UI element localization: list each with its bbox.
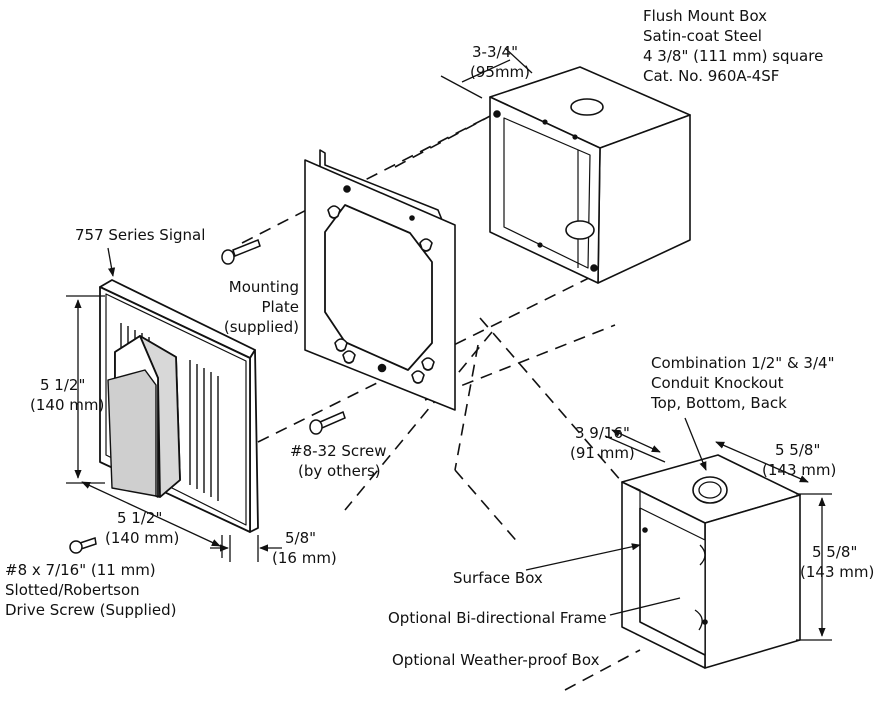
mounting-plate-label-line2: Plate [261,298,299,316]
flush-box-label-line1: Flush Mount Box [643,7,767,25]
flush-box-label-line3: 4 3/8" (111 mm) square [643,47,823,65]
dimension-lines [66,47,832,641]
leader-lines [107,247,707,616]
mounting-plate-label-line1: Mounting [229,278,299,296]
flush-box-label-line4: Cat. No. 960A-4SF [643,67,779,85]
surface-depth-label-line2: (91 mm) [570,444,635,462]
mounting-plate [304,149,456,411]
surface-height-label-line2: (143 mm) [800,563,874,581]
surface-width-label-line1: 5 5/8" [775,441,820,459]
signal-width-label-line1: 5 1/2" [117,509,162,527]
signal-label: 757 Series Signal [75,226,205,244]
screw-8 [69,537,97,554]
screw-8-label-line3: Drive Screw (Supplied) [5,601,177,619]
signal-height-label-line2: (140 mm) [30,396,104,414]
signal-depth-label-line2: (16 mm) [272,549,337,567]
screw-upper [221,239,261,265]
weather-box-label: Optional Weather-proof Box [392,651,600,669]
screw-832 [309,410,346,435]
screw-832-label-line1: #8-32 Screw [290,442,386,460]
signal-height-label-line1: 5 1/2" [40,376,85,394]
signal-device [99,279,259,533]
labels: Flush Mount Box Satin-coat Steel 4 3/8" … [5,7,874,669]
bi-frame-label: Optional Bi-directional Frame [388,609,607,627]
surface-box [621,454,801,669]
screw-8-label-line1: #8 x 7/16" (11 mm) [5,561,156,579]
screw-8-label-line2: Slotted/Robertson [5,581,140,599]
screw-832-label-line2: (by others) [298,462,381,480]
signal-depth-label-line1: 5/8" [285,529,316,547]
surface-depth-label-line1: 3 9/16" [575,424,630,442]
signal-width-label-line2: (140 mm) [105,529,179,547]
flush-depth-label-line2: (95mm) [470,63,530,81]
mounting-plate-label-line3: (supplied) [224,318,299,336]
surface-width-label-line2: (143 mm) [762,461,836,479]
surface-box-label: Surface Box [453,569,543,587]
flush-depth-label-line1: 3-3/4" [472,43,518,61]
flush-box-label-line2: Satin-coat Steel [643,27,762,45]
knockout-label-line2: Conduit Knockout [651,374,784,392]
signal-vents-right [189,360,219,501]
surface-height-label-line1: 5 5/8" [812,543,857,561]
flush-mount-box [489,66,691,284]
knockout-label-line1: Combination 1/2" & 3/4" [651,354,834,372]
knockout-label-line3: Top, Bottom, Back [650,394,787,412]
